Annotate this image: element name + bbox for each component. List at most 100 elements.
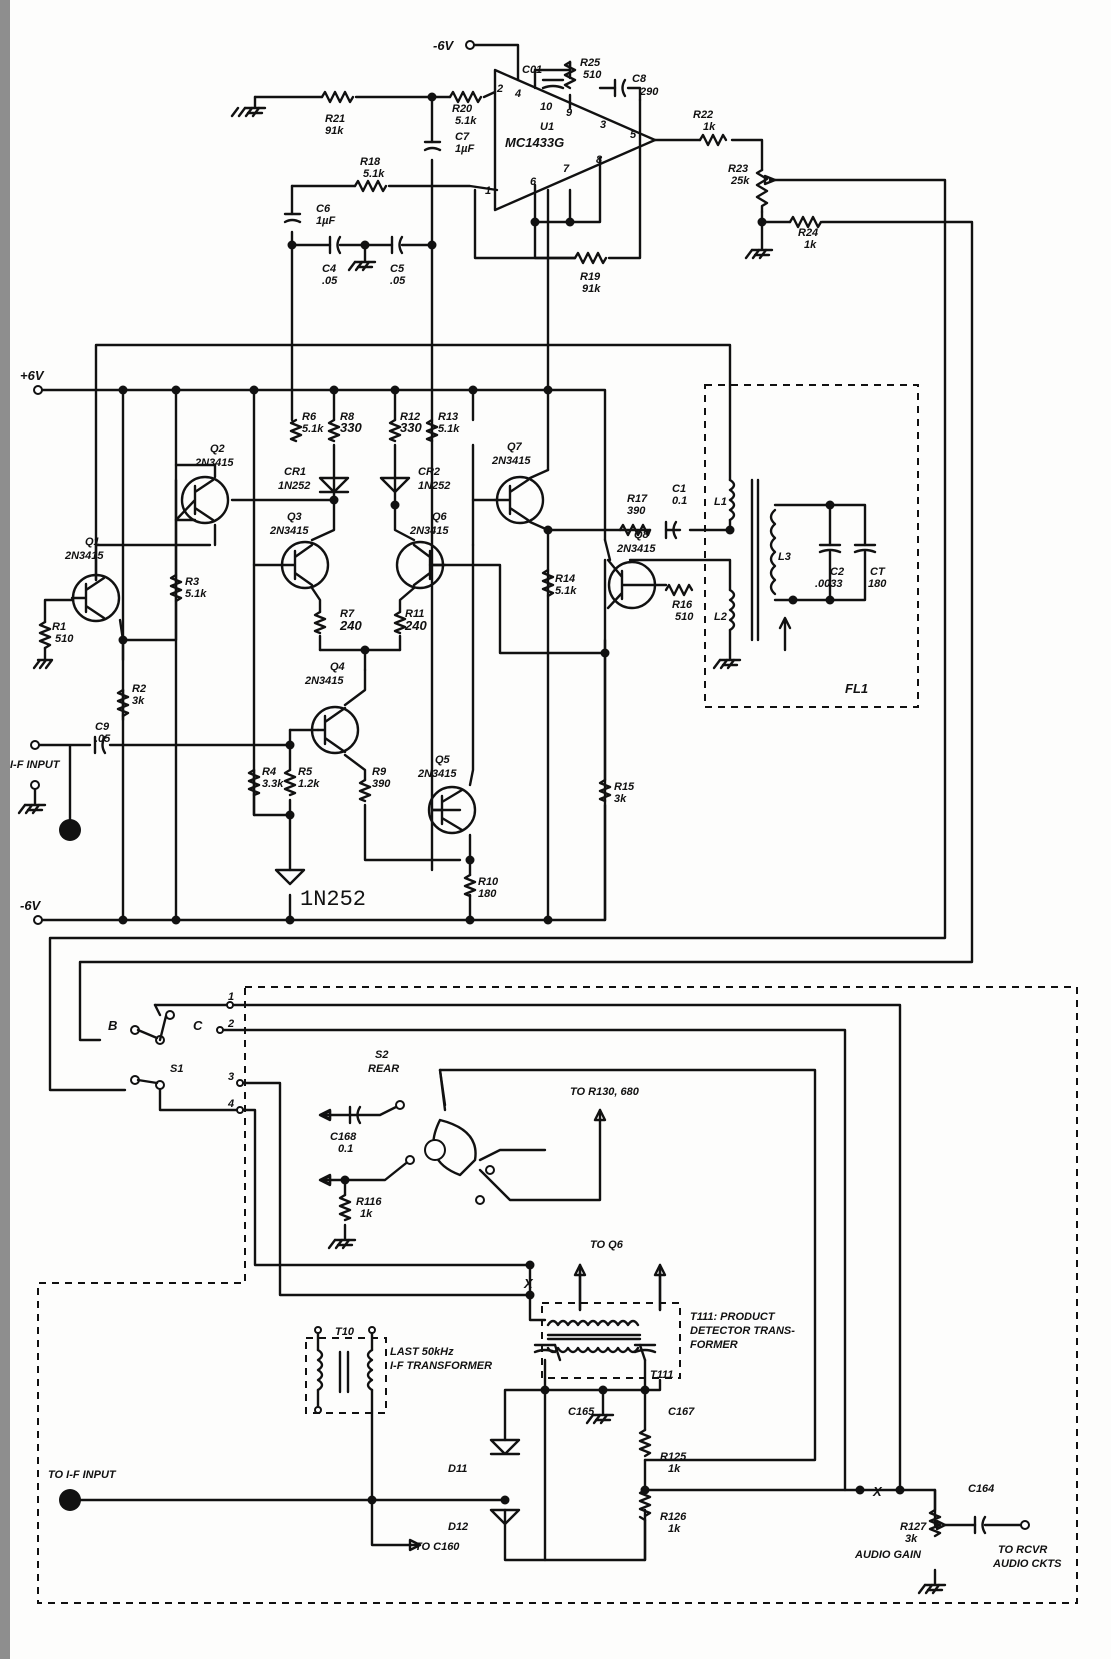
d11-ref: D11	[448, 1463, 467, 1475]
s2-sub: REAR	[368, 1063, 399, 1075]
c2-value: .0033	[815, 578, 843, 590]
q6-leads	[412, 543, 447, 587]
shielded-enclosures	[37, 384, 1078, 1604]
handwritten-diode-label: 1N252	[300, 887, 366, 912]
q7-leads	[493, 478, 530, 522]
if-input-jack-icon	[59, 819, 81, 841]
r16-symbol	[664, 583, 694, 597]
r2-symbol	[116, 688, 130, 718]
r22-symbol	[698, 133, 728, 147]
q6-ref: Q6	[432, 511, 448, 523]
labels: R21 91k R20 5.1k R18 5.1k C7 1µF C6 1µF …	[10, 57, 1062, 1570]
fl1-enclosure	[704, 384, 919, 708]
r126-symbol	[638, 1488, 652, 1522]
r19-value: 91k	[582, 283, 601, 295]
r11-ref: R11	[405, 608, 424, 620]
u1-triangle	[493, 68, 657, 212]
diodes	[274, 476, 521, 1526]
s1-position-b: B	[108, 1018, 117, 1033]
r24-symbol	[788, 215, 823, 229]
l3-coil	[769, 508, 777, 596]
t111-desc-3: FORMER	[690, 1339, 738, 1351]
r15-symbol	[598, 778, 612, 803]
r125-ref: R125	[660, 1451, 687, 1463]
r13-value: 5.1k	[438, 423, 460, 435]
c6-ref: C6	[316, 203, 331, 215]
r10-value: 180	[478, 888, 497, 900]
s2-lead-arrow-icon	[318, 1108, 332, 1187]
r3-ref: R3	[185, 576, 199, 588]
r127-ref: R127	[900, 1521, 927, 1533]
r1-ref: R1	[52, 621, 66, 633]
t10-pin-3	[368, 1326, 376, 1334]
r116-symbol	[338, 1193, 352, 1222]
c168-ref: C168	[330, 1131, 357, 1143]
q5-leads	[430, 788, 464, 832]
r1-value: 510	[55, 633, 74, 645]
s1-term-4	[236, 1106, 244, 1114]
t111-ref: T111	[650, 1369, 673, 1381]
u1-pin-5: 5	[630, 129, 637, 141]
t10-ref: T10	[335, 1326, 355, 1338]
r7-symbol	[313, 610, 327, 635]
r17-value: 390	[627, 505, 646, 517]
c4-value: .05	[322, 275, 338, 287]
r21-value: 91k	[325, 125, 344, 137]
r116-value: 1k	[360, 1208, 373, 1220]
r10-ref: R10	[478, 876, 499, 888]
q7-part: 2N3415	[491, 455, 531, 467]
r8-symbol	[327, 418, 341, 443]
handwritten-diode-symbol	[274, 868, 306, 886]
q2-part: 2N3415	[194, 457, 234, 469]
to-q6-arrow-icon	[573, 1263, 667, 1277]
r20-symbol	[448, 90, 483, 104]
x-mark-2: X	[872, 1484, 883, 1499]
junction-dots	[118, 92, 905, 1505]
t10-desc-1: LAST 50kHz	[390, 1346, 454, 1358]
l2-coil	[728, 588, 736, 632]
s2-hub	[424, 1139, 446, 1161]
fl1-label: FL1	[845, 681, 868, 696]
u1-pin-2: 2	[496, 83, 503, 95]
t111-enclosure	[541, 1302, 681, 1379]
neg6-top-label: -6V	[433, 38, 455, 53]
l2-label: L2	[714, 611, 727, 623]
q5-ref: Q5	[435, 754, 451, 766]
c4-symbol	[328, 235, 342, 255]
r18-value: 5.1k	[363, 168, 385, 180]
s1-position-c: C	[193, 1018, 203, 1033]
r22-ref: R22	[693, 109, 713, 121]
q8-ref: Q8	[634, 529, 650, 541]
d12-symbol	[489, 1508, 521, 1526]
r3-symbol	[169, 573, 183, 603]
r14-symbol	[541, 568, 555, 598]
c01-ref: C01	[522, 64, 542, 76]
r23-symbol	[755, 168, 769, 214]
q4-ref: Q4	[330, 661, 345, 673]
r127-wiper-icon	[935, 1519, 947, 1531]
d12-ref: D12	[448, 1521, 468, 1533]
t10-enclosure	[305, 1337, 387, 1414]
c9-value: .05	[95, 733, 111, 745]
r5-value: 1.2k	[298, 778, 320, 790]
s1-terminal-3: 3	[228, 1071, 234, 1083]
r12-symbol	[388, 418, 402, 443]
to-if-input-label: TO I-F INPUT	[48, 1469, 117, 1481]
c01-symbol	[541, 78, 565, 90]
t10-secondary	[366, 1348, 374, 1392]
s1-term-3	[236, 1079, 244, 1087]
if-input-terminal	[30, 740, 40, 750]
r4-value: 3.3k	[262, 778, 284, 790]
r12-value: 330	[400, 420, 422, 435]
s1-terminal-2: 2	[227, 1018, 234, 1030]
t10-pin-1	[314, 1326, 322, 1334]
r18-symbol	[353, 179, 388, 193]
ct-ref: CT	[870, 566, 886, 578]
r5-ref: R5	[298, 766, 313, 778]
q4-symbol	[310, 705, 360, 755]
q4-leads	[316, 706, 347, 754]
cr2-ref: CR2	[418, 466, 440, 478]
q8-part: 2N3415	[616, 543, 656, 555]
r18-ref: R18	[360, 156, 381, 168]
